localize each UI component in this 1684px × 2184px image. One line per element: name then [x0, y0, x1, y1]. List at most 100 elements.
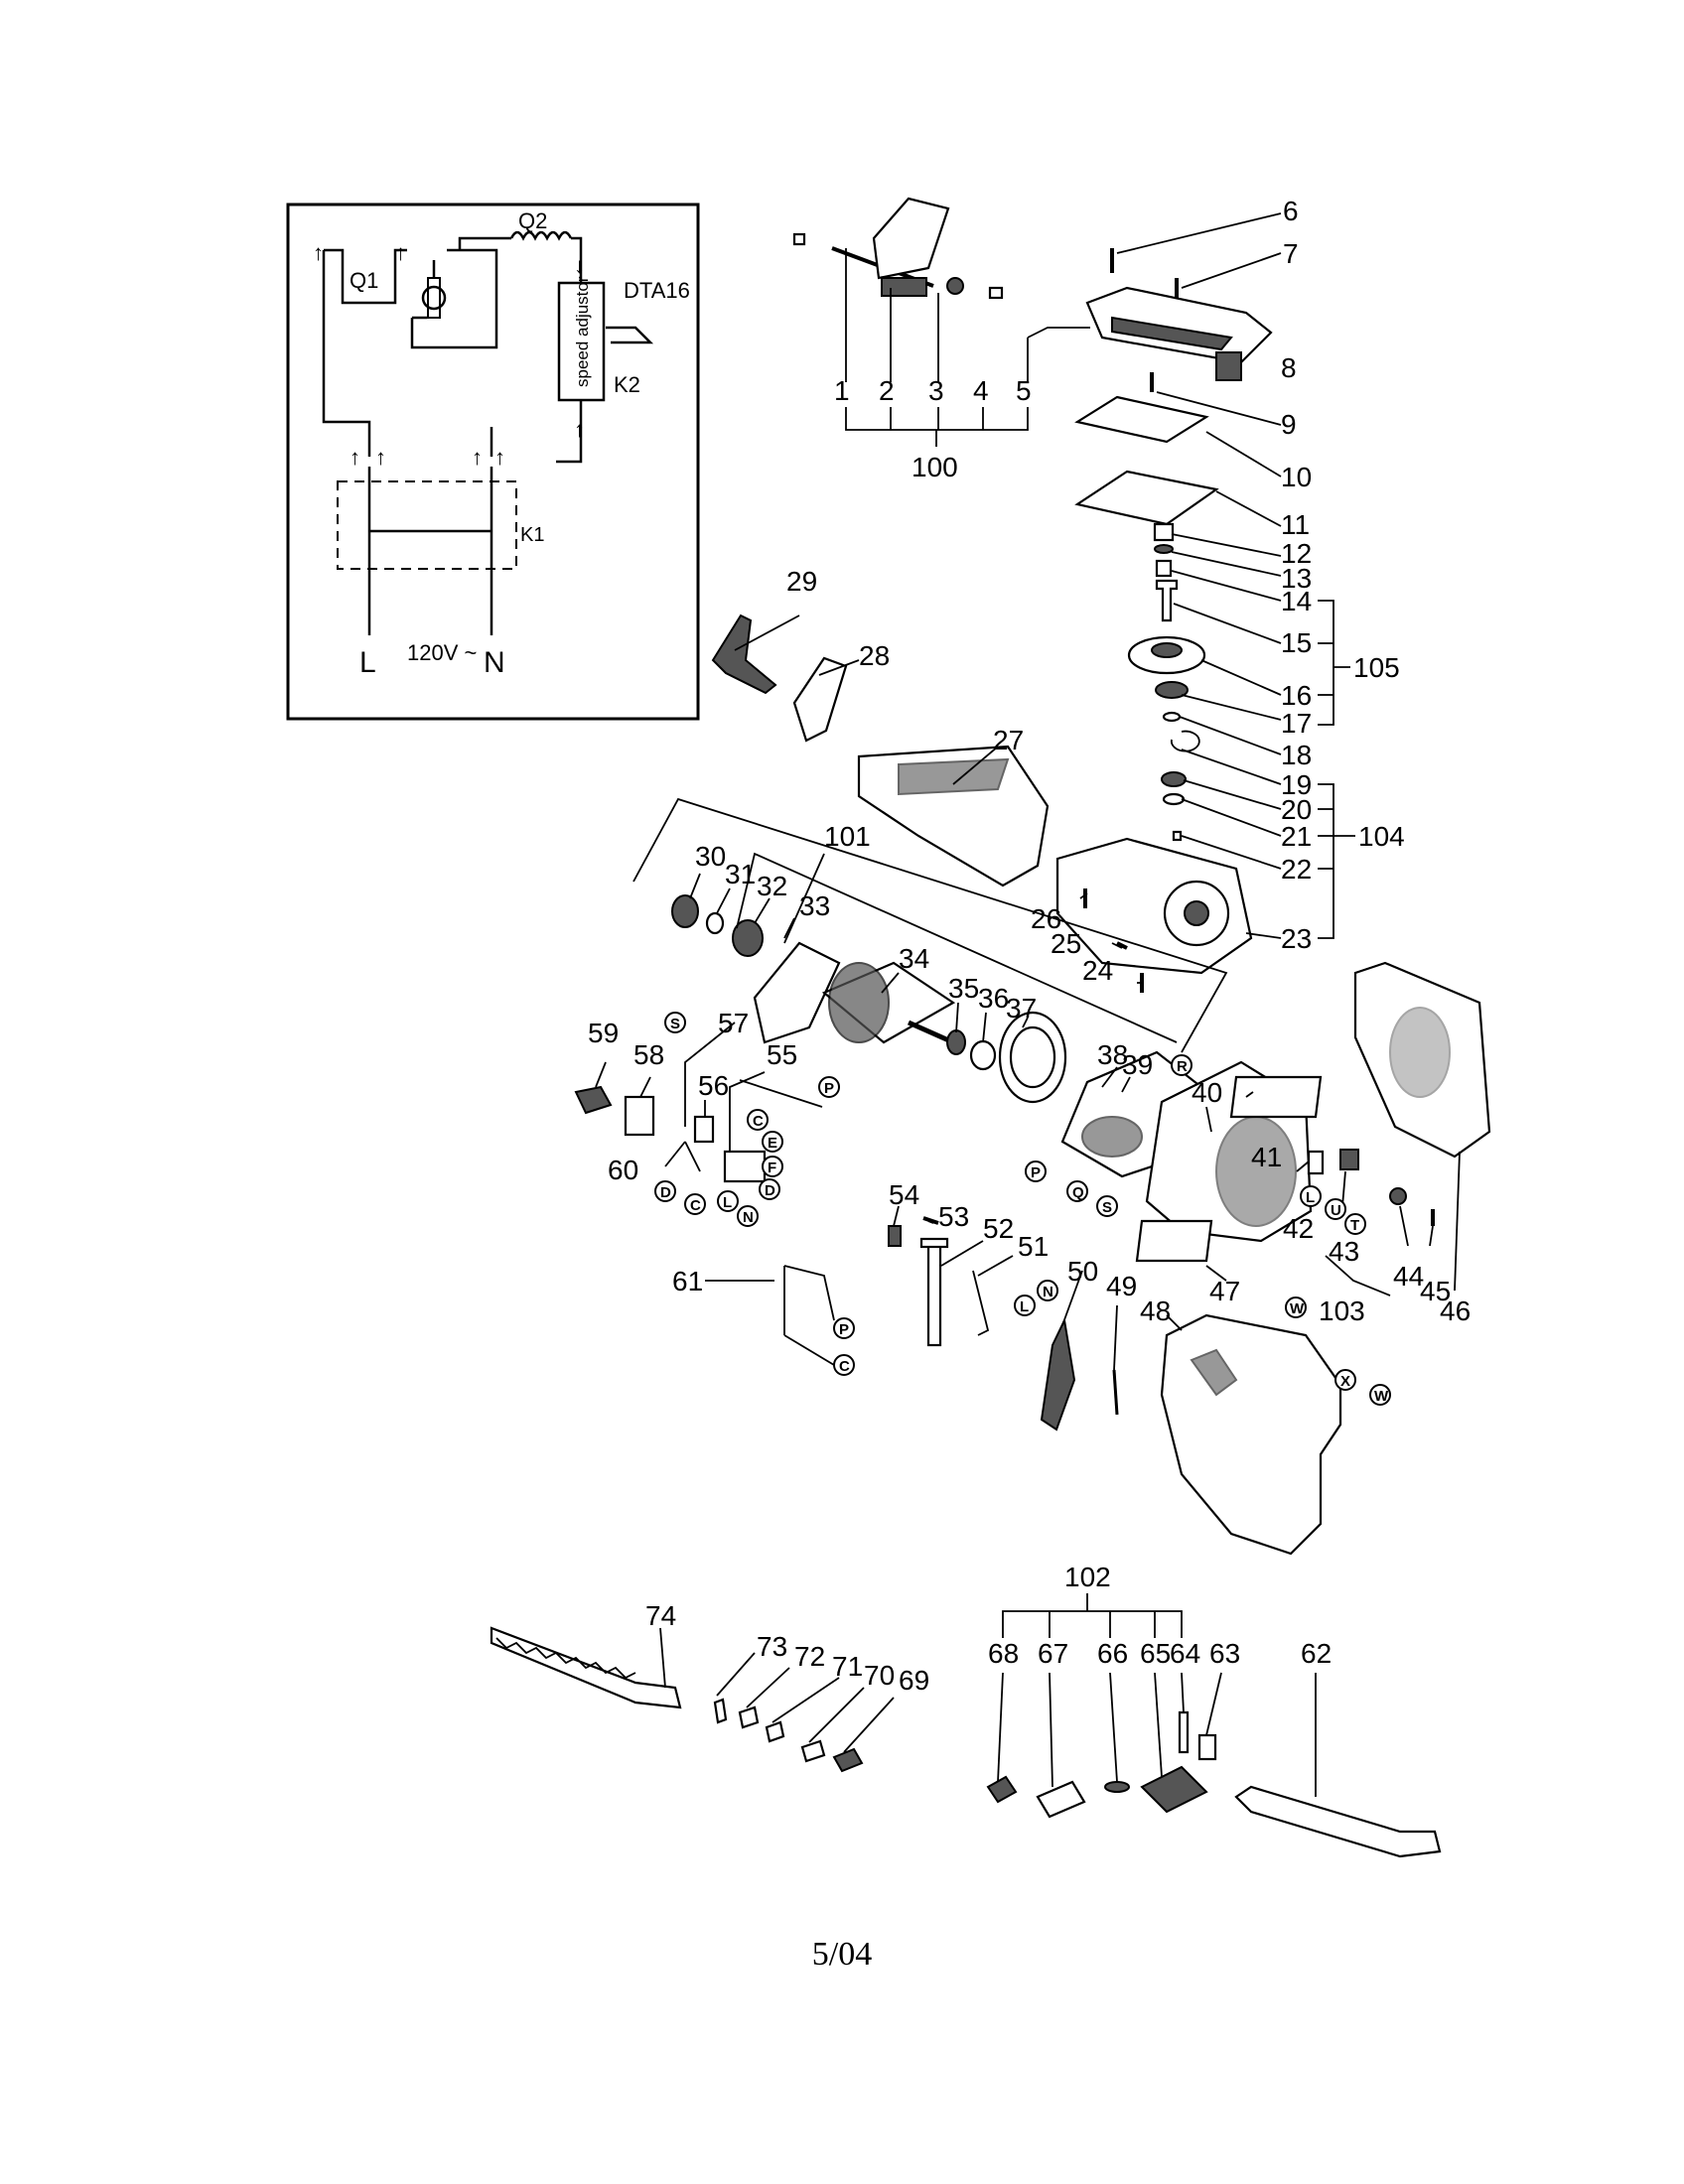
svg-text:↓: ↓	[574, 253, 585, 278]
connector-d: D	[654, 1180, 676, 1202]
connector-n: N	[1037, 1280, 1058, 1301]
part-label: 68	[988, 1638, 1019, 1669]
part-label: 56	[698, 1070, 729, 1101]
connector-t: T	[1344, 1213, 1366, 1235]
svg-text:U: U	[1331, 1202, 1341, 1219]
voltage-label: 120V ~	[407, 640, 477, 665]
connector-p: P	[818, 1076, 840, 1098]
connector-r: R	[1171, 1054, 1193, 1076]
part-label: 49	[1106, 1271, 1137, 1301]
wiring-schematic: speed adjustor ↑ ↑ ↓ ↑ ↑ ↑ ↑ ↑ Q1 Q2 K2 …	[286, 203, 700, 721]
part-label: 1	[834, 375, 850, 406]
k2-label: K2	[614, 372, 640, 397]
connector-l: L	[1300, 1185, 1322, 1207]
part-label: 41	[1251, 1142, 1282, 1172]
part-label: 66	[1097, 1638, 1128, 1669]
part-label: 57	[718, 1008, 749, 1038]
svg-text:L: L	[723, 1194, 732, 1211]
part-label: 6	[1283, 196, 1299, 226]
part-label: 22	[1281, 854, 1312, 885]
assembly-label: 104	[1358, 821, 1405, 852]
connector-s: S	[1096, 1195, 1118, 1217]
line-label: L	[359, 646, 376, 679]
svg-text:L: L	[1020, 1298, 1029, 1315]
connector-e: E	[762, 1131, 783, 1153]
part-label: 48	[1140, 1296, 1171, 1326]
connector-u: U	[1325, 1198, 1346, 1220]
part-label: 30	[695, 841, 726, 872]
part-label: 8	[1281, 352, 1297, 383]
svg-text:N: N	[1043, 1284, 1053, 1300]
part-label: 65	[1140, 1638, 1171, 1669]
svg-text:↑: ↑	[574, 417, 585, 442]
connector-l: L	[717, 1190, 739, 1212]
part-label: 16	[1281, 680, 1312, 711]
part-label: 55	[767, 1039, 797, 1070]
connector-p: P	[833, 1317, 855, 1339]
connector-f: F	[762, 1156, 783, 1177]
connector-s: S	[664, 1012, 686, 1033]
part-label: 44	[1393, 1261, 1424, 1292]
part-label: 72	[794, 1641, 825, 1672]
part-label: 38	[1097, 1039, 1128, 1070]
connector-w: W	[1369, 1384, 1391, 1406]
part-label: 33	[799, 890, 830, 921]
part-label: 27	[993, 725, 1024, 755]
part-label: 18	[1281, 740, 1312, 770]
part-label: 20	[1281, 794, 1312, 825]
svg-text:N: N	[743, 1209, 754, 1226]
connector-c: C	[747, 1109, 769, 1131]
part-label: 21	[1281, 821, 1312, 852]
svg-text:L: L	[1306, 1189, 1315, 1206]
svg-text:↑: ↑	[313, 240, 324, 265]
speed-adjustor-label: speed adjustor	[573, 276, 592, 387]
connector-x: X	[1334, 1369, 1356, 1391]
part-label: 26	[1031, 903, 1061, 934]
assembly-label: 100	[912, 452, 958, 482]
k1-label: K1	[520, 524, 544, 546]
svg-text:↑: ↑	[350, 445, 360, 470]
svg-text:S: S	[1102, 1199, 1112, 1216]
svg-text:C: C	[690, 1197, 701, 1214]
part-label: 52	[983, 1213, 1014, 1244]
part-label: 4	[973, 375, 989, 406]
svg-text:S: S	[670, 1016, 680, 1032]
part-label: 34	[899, 943, 929, 974]
svg-text:E: E	[768, 1135, 777, 1152]
part-label: 32	[757, 871, 787, 901]
part-label: 63	[1209, 1638, 1240, 1669]
svg-text:D: D	[660, 1184, 671, 1201]
part-label: 67	[1038, 1638, 1068, 1669]
svg-text:R: R	[1177, 1058, 1188, 1075]
part-label: 60	[608, 1155, 638, 1185]
part-label: 13	[1281, 563, 1312, 594]
svg-text:X: X	[1340, 1373, 1350, 1390]
part-label: 70	[864, 1660, 895, 1691]
svg-text:↑: ↑	[472, 445, 483, 470]
part-label: 10	[1281, 462, 1312, 492]
part-label: 39	[1122, 1049, 1153, 1080]
connector-p: P	[1025, 1160, 1047, 1182]
part-shapes	[490, 197, 1491, 1858]
part-label: 71	[832, 1651, 863, 1682]
part-label: 2	[879, 375, 895, 406]
part-label: 29	[786, 566, 817, 597]
part-label: 50	[1067, 1256, 1098, 1287]
svg-text:D: D	[765, 1182, 775, 1199]
assembly-label: 103	[1319, 1296, 1365, 1326]
connector-markers: S P C E F D D C L N R P Q S L U T W X W …	[654, 1012, 1391, 1406]
part-label: 59	[588, 1018, 619, 1048]
part-label: 19	[1281, 769, 1312, 800]
part-label: 23	[1281, 923, 1312, 954]
svg-text:F: F	[768, 1160, 776, 1176]
connector-n: N	[737, 1205, 759, 1227]
leader-lines	[595, 212, 1461, 1797]
part-label: 73	[757, 1631, 787, 1662]
svg-text:W: W	[1290, 1300, 1305, 1317]
connector-c: C	[684, 1193, 706, 1215]
part-label: 36	[978, 983, 1009, 1014]
part-label: 58	[633, 1039, 664, 1070]
part-label: 5	[1016, 375, 1032, 406]
part-label: 14	[1281, 586, 1312, 616]
